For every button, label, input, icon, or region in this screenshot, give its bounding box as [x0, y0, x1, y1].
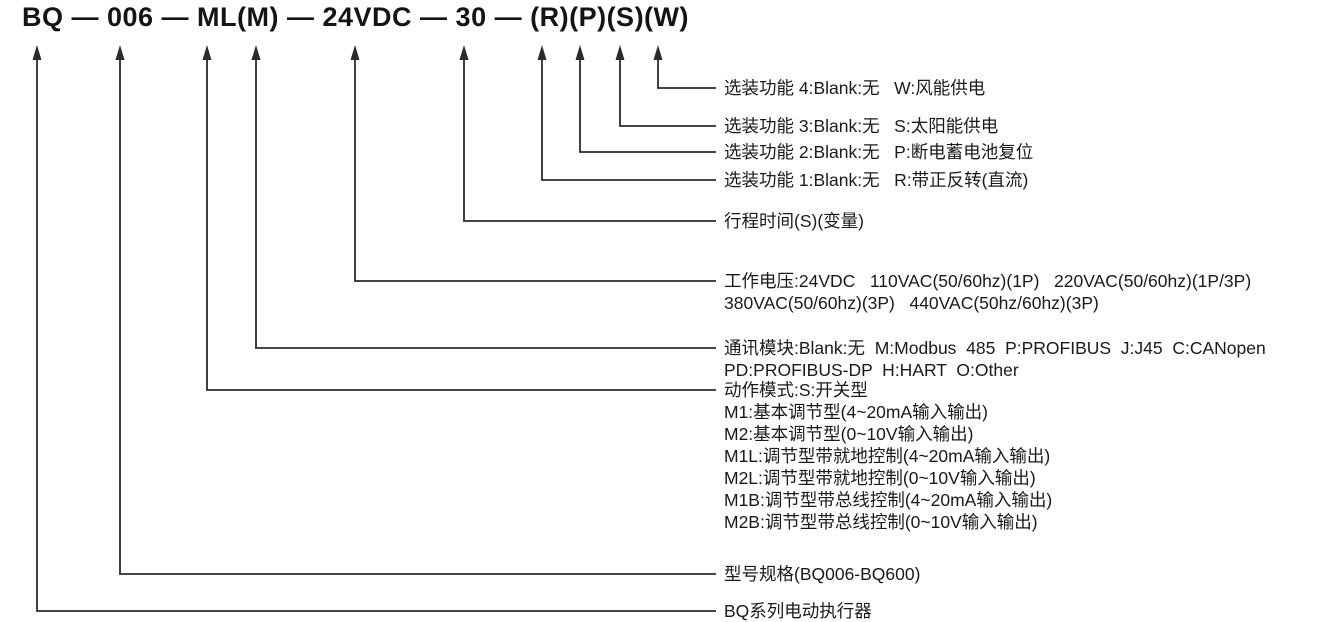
leader-path: [619, 60, 716, 127]
leader-option-1: [537, 45, 716, 181]
leader-path: [255, 60, 716, 349]
leader-path: [657, 60, 716, 89]
page-title: BQ — 006 — ML(M) — 24VDC — 30 — (R)(P)(S…: [22, 2, 690, 32]
arrow-head-icon: [575, 45, 585, 60]
arrow-head-icon: [202, 45, 212, 60]
arrow-head-icon: [653, 45, 663, 60]
leader-option-3: [615, 45, 716, 127]
callout-line: 选装功能 1:Blank:无 R:带正反转(直流): [724, 170, 1029, 190]
arrow-head-icon: [350, 45, 360, 60]
arrow-head-icon: [251, 45, 261, 60]
callout-line: 行程时间(S)(变量): [724, 211, 864, 231]
callout-option-1: 选装功能 1:Blank:无 R:带正反转(直流): [724, 169, 1028, 191]
leader-option-2: [575, 45, 716, 153]
leader-action-mode: [202, 45, 716, 391]
callout-line: 动作模式:S:开关型: [724, 380, 868, 400]
callout-communication-module: 通讯模块:Blank:无 M:Modbus 485 P:PROFIBUS J:J…: [724, 337, 1266, 381]
leader-path: [119, 60, 716, 575]
callout-line: M1L:调节型带就地控制(4~20mA输入输出): [724, 446, 1051, 466]
leader-path: [541, 60, 716, 181]
callout-line: PD:PROFIBUS-DP H:HART O:Other: [724, 360, 1019, 380]
leader-path: [206, 60, 716, 391]
callout-line: M2L:调节型带就地控制(0~10V输入输出): [724, 468, 1036, 488]
callout-line: 工作电压:24VDC 110VAC(50/60hz)(1P) 220VAC(50…: [724, 271, 1252, 291]
callout-line: M2:基本调节型(0~10V输入输出): [724, 424, 974, 444]
callout-model-spec: 型号规格(BQ006-BQ600): [724, 563, 920, 585]
callout-stroke-time: 行程时间(S)(变量): [724, 210, 864, 232]
callout-option-3: 选装功能 3:Blank:无 S:太阳能供电: [724, 115, 998, 137]
callout-working-voltage: 工作电压:24VDC 110VAC(50/60hz)(1P) 220VAC(50…: [724, 270, 1251, 314]
arrow-head-icon: [615, 45, 625, 60]
leader-path: [463, 60, 716, 222]
arrow-head-icon: [115, 45, 125, 60]
leader-option-4: [653, 45, 716, 89]
callout-line: 型号规格(BQ006-BQ600): [724, 564, 921, 584]
arrow-head-icon: [32, 45, 42, 60]
callout-line: 通讯模块:Blank:无 M:Modbus 485 P:PROFIBUS J:J…: [724, 338, 1266, 358]
arrow-head-icon: [537, 45, 547, 60]
callout-series-name: BQ系列电动执行器: [724, 600, 872, 622]
callout-line: 380VAC(50/60hz)(3P) 440VAC(50hz/60hz)(3P…: [724, 293, 1099, 313]
leader-series-name: [32, 45, 716, 612]
leader-path: [579, 60, 716, 153]
callout-line: M1B:调节型带总线控制(4~20mA输入输出): [724, 490, 1053, 510]
leader-stroke-time: [459, 45, 716, 222]
callout-line: M2B:调节型带总线控制(0~10V输入输出): [724, 512, 1038, 532]
leader-model-spec: [115, 45, 716, 575]
leader-communication-module: [251, 45, 716, 349]
arrow-head-icon: [459, 45, 469, 60]
callout-line: 选装功能 2:Blank:无 P:断电蓄电池复位: [724, 142, 1034, 162]
leader-working-voltage: [350, 45, 716, 282]
callout-line: BQ系列电动执行器: [724, 601, 872, 621]
callout-line: M1:基本调节型(4~20mA输入输出): [724, 402, 988, 422]
callout-option-4: 选装功能 4:Blank:无 W:风能供电: [724, 77, 985, 99]
callout-option-2: 选装功能 2:Blank:无 P:断电蓄电池复位: [724, 141, 1033, 163]
callout-line: 选装功能 4:Blank:无 W:风能供电: [724, 78, 986, 98]
leader-path: [354, 60, 716, 282]
callout-line: 选装功能 3:Blank:无 S:太阳能供电: [724, 116, 999, 136]
leader-path: [36, 60, 716, 612]
